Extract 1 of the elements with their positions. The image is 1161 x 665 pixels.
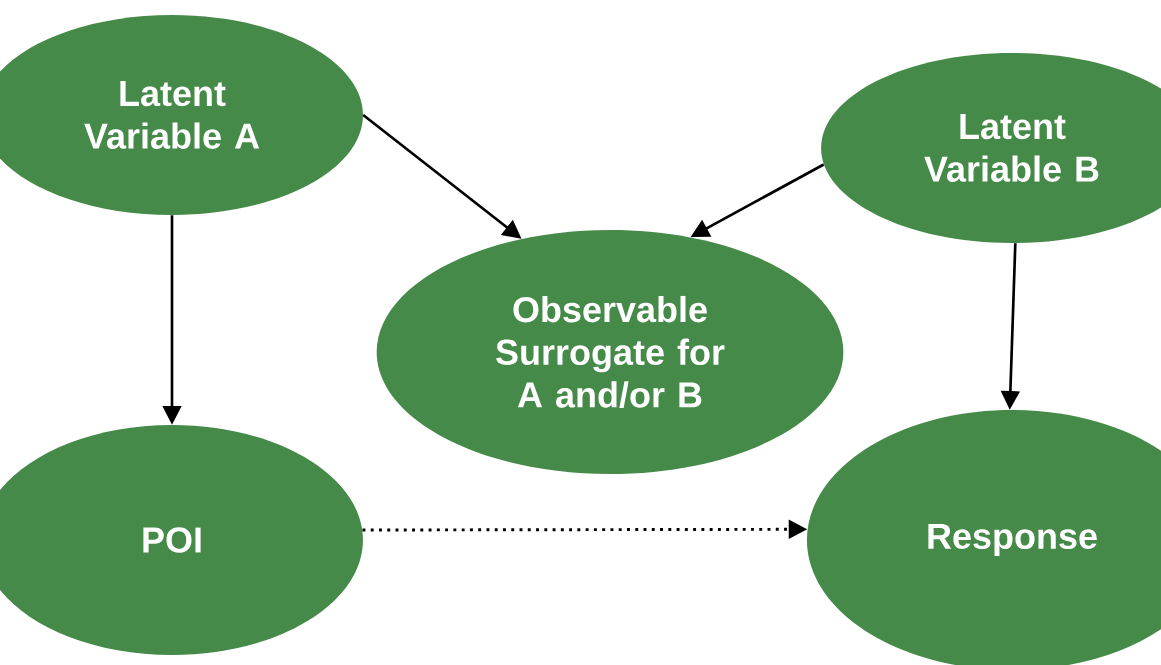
ellipse-node: Observable Surrogate for A and/or B — [376, 230, 844, 474]
